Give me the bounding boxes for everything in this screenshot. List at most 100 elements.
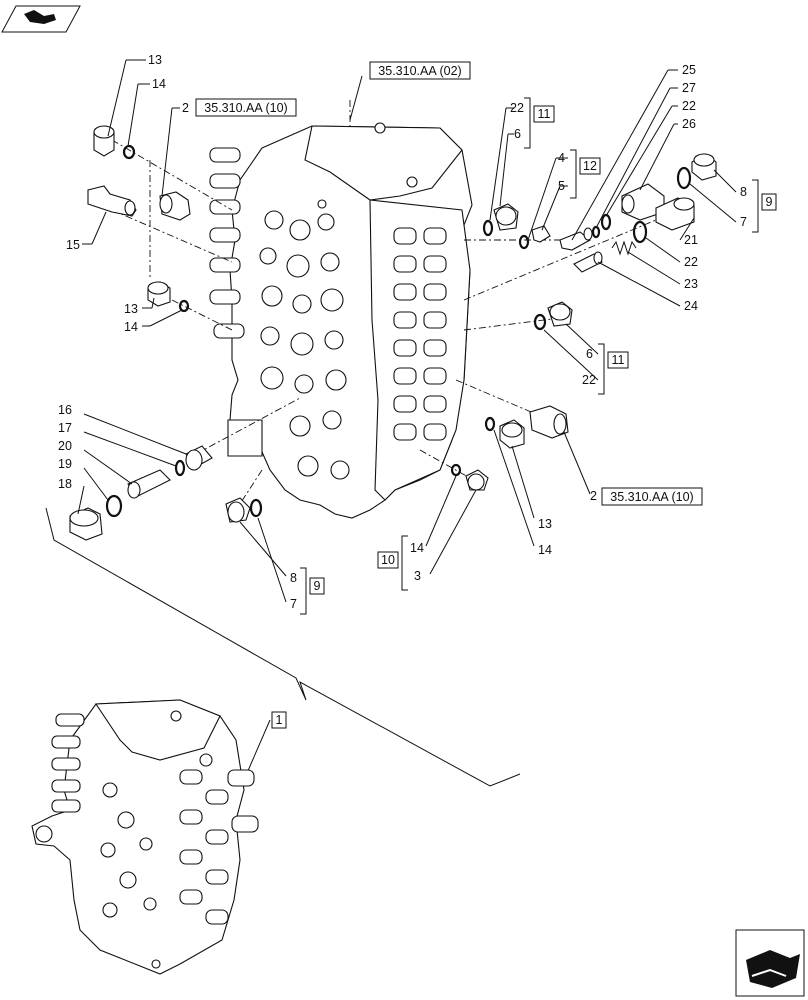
kit-box-11-top: 11 (533, 105, 555, 123)
sleeve-16 (185, 445, 213, 471)
callout-15: 15 (66, 238, 80, 252)
svg-text:12: 12 (583, 159, 597, 173)
ref-box-top[interactable]: 35.310.AA (10) (195, 98, 297, 117)
callout-19: 19 (58, 457, 72, 471)
callout-22: 22 (684, 255, 698, 269)
kit-box-1: 1 (271, 711, 287, 729)
o-ring-22-d (533, 313, 547, 331)
spool-24 (573, 251, 603, 273)
next-page-icon[interactable] (735, 929, 805, 997)
svg-text:9: 9 (766, 195, 773, 209)
callout-8: 8 (740, 185, 747, 199)
o-ring-7-bottom (249, 498, 263, 518)
callout-2: 2 (182, 101, 189, 115)
plug-13-top (93, 125, 115, 157)
kit-box-9-bottom: 9 (309, 577, 325, 595)
o-ring-27 (591, 225, 601, 239)
overview-assembly (31, 699, 259, 975)
callout-8: 8 (290, 571, 297, 585)
spring-23 (611, 240, 637, 256)
callout-labels: 13 14 2 15 13 14 22 6 4 5 25 27 22 26 8 … (58, 53, 747, 611)
o-ring-14-right (484, 416, 496, 432)
plug-8-bottom (225, 497, 251, 523)
callout-22: 22 (582, 373, 596, 387)
fitting-25 (559, 227, 593, 251)
callout-13: 13 (124, 302, 138, 316)
callout-18: 18 (58, 477, 72, 491)
o-ring-22-c (632, 220, 648, 244)
plug-13-right (499, 419, 525, 449)
assembly-lines (111, 100, 681, 511)
callout-17: 17 (58, 421, 72, 435)
o-ring-14-mid (178, 299, 190, 313)
o-ring-14-bottom (450, 463, 462, 477)
overview-separator (45, 507, 521, 787)
leader-lines (77, 59, 737, 781)
kit-box-9-right: 9 (761, 193, 777, 211)
callout-brackets (300, 97, 759, 615)
svg-text:11: 11 (612, 353, 625, 367)
plug-8-right (691, 153, 717, 181)
o-ring-22-a (482, 219, 494, 237)
callout-26: 26 (682, 117, 696, 131)
svg-text:9: 9 (314, 579, 321, 593)
o-ring-14-top (122, 144, 136, 160)
callout-23: 23 (684, 277, 698, 291)
fitting-26 (621, 183, 665, 221)
o-ring-17 (174, 459, 186, 477)
callout-22: 22 (682, 99, 696, 113)
svg-text:11: 11 (538, 107, 551, 121)
callout-24: 24 (684, 299, 698, 313)
callout-14: 14 (124, 320, 138, 334)
callout-6: 6 (514, 127, 521, 141)
svg-text:1: 1 (276, 713, 283, 727)
callout-22: 22 (510, 101, 524, 115)
plug-6-a (493, 203, 519, 231)
plug-18 (69, 507, 103, 541)
previous-page-icon[interactable] (1, 5, 81, 33)
plug-13-mid (147, 281, 171, 307)
fitting-15 (87, 185, 137, 217)
plug-4 (531, 225, 551, 243)
ref-box-main[interactable]: 35.310.AA (02) (369, 61, 471, 80)
callout-14: 14 (410, 541, 424, 555)
callout-21: 21 (684, 233, 698, 247)
callout-4: 4 (558, 151, 565, 165)
svg-text:10: 10 (381, 553, 395, 567)
ref-main-block: 35.310.AA (02) (378, 64, 461, 78)
valve-20 (127, 469, 171, 499)
plug-3 (465, 469, 489, 491)
callout-14: 14 (538, 543, 552, 557)
o-ring-5 (518, 234, 530, 250)
ref-cross-bottom: 35.310.AA (10) (610, 490, 693, 504)
o-ring-19 (105, 494, 123, 518)
callout-2: 2 (590, 489, 597, 503)
kit-box-12: 12 (579, 157, 601, 175)
fitting-2-top (159, 191, 191, 221)
fitting-2-bottom (529, 405, 569, 439)
callout-7: 7 (290, 597, 297, 611)
callout-25: 25 (682, 63, 696, 77)
valve-block (209, 122, 473, 519)
left-spool-ends (209, 147, 245, 339)
callout-16: 16 (58, 403, 72, 417)
o-ring-22-b (600, 213, 612, 231)
plug-6-b (547, 301, 573, 327)
callout-14: 14 (152, 77, 166, 91)
spool-cap-fittings (393, 227, 447, 441)
callout-5: 5 (558, 179, 565, 193)
callout-27: 27 (682, 81, 696, 95)
callout-3: 3 (414, 569, 421, 583)
callout-13: 13 (538, 517, 552, 531)
ref-cross-top: 35.310.AA (10) (204, 101, 287, 115)
o-ring-7-right (676, 166, 692, 190)
block-port-holes (259, 122, 418, 480)
ref-box-bottom[interactable]: 35.310.AA (10) (601, 487, 703, 506)
plug-21 (655, 197, 695, 231)
callout-7: 7 (740, 215, 747, 229)
kit-box-10: 10 (377, 551, 399, 569)
kit-box-11-bottom: 11 (607, 351, 629, 369)
callout-6: 6 (586, 347, 593, 361)
callout-13: 13 (148, 53, 162, 67)
